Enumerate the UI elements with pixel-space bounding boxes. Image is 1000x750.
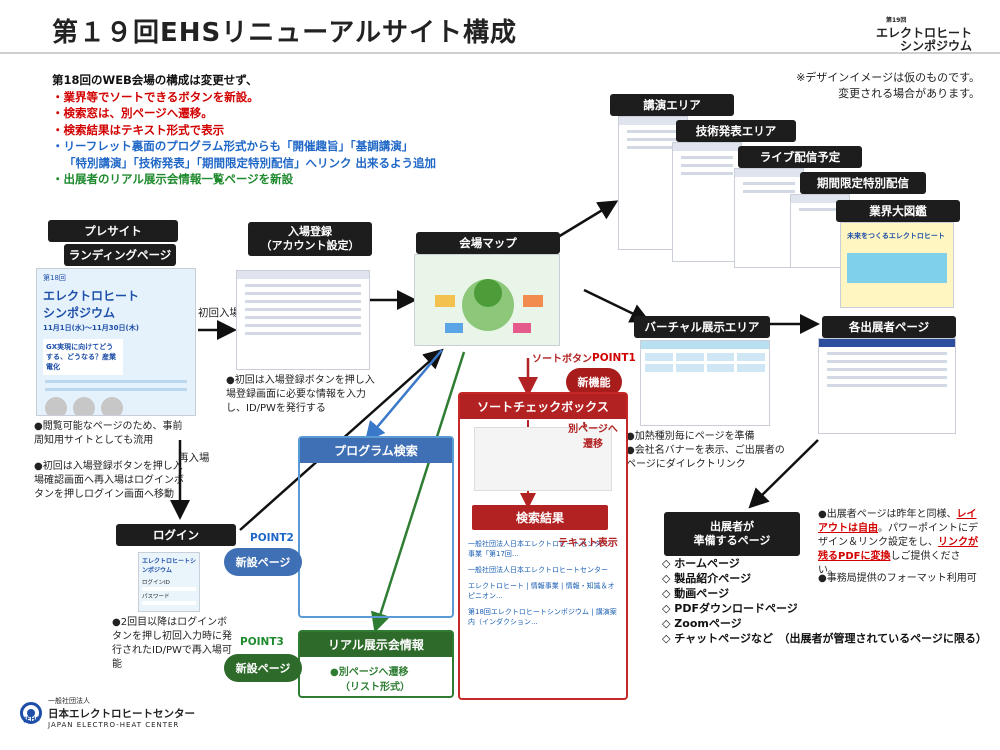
venue-map-illustration	[435, 279, 543, 333]
reentry-label: 再入場	[178, 452, 210, 464]
lecture-area-label: 講演エリア	[610, 94, 734, 116]
point3-label: POINT3	[240, 636, 284, 648]
landing-page-label: ランディングページ	[64, 244, 176, 266]
program-search-box: プログラム検索	[298, 436, 454, 618]
venue-map-screenshot	[414, 254, 560, 346]
live-schedule-label: ライブ配信予定	[738, 146, 862, 168]
program-new-page-badge: 新設ページ	[224, 548, 302, 576]
new-feature-badge: 新機能	[566, 368, 622, 396]
presite-note-1: ●閲覧可能なページのため、事前周知用サイトとしても流用	[34, 421, 183, 446]
presite-label: プレサイト	[48, 220, 178, 242]
text-display-label: テキスト表示	[558, 538, 618, 549]
prepared-pages-list: ◇ ホームページ ◇ 製品紹介ページ ◇ 動画ページ ◇ PDFダウンロードペー…	[662, 557, 987, 645]
sort-checkbox-preview	[474, 427, 612, 491]
tech-area-screenshot	[672, 142, 742, 262]
sort-check-box-frame: ソートチェックボックス 検索結果 一般社団法人日本エレクトロヒートセンター - …	[458, 392, 628, 700]
virtual-area-screenshot	[640, 340, 770, 426]
limited-stream-label: 期間限定特別配信	[800, 172, 926, 194]
registration-label: 入場登録 （アカウント設定）	[248, 222, 372, 256]
registration-note: ●初回は入場登録ボタンを押し入場登録画面に必要な情報を入力し、ID/PWを発行す…	[226, 375, 375, 414]
jehc-logo: 一般社団法人 日本エレクトロヒートセンター JAPAN ELECTRO-HEAT…	[20, 696, 195, 729]
intro-text: 第18回のWEB会場の構成は変更せず、 ・業界等でソートできるボタンを新設。 ・…	[52, 73, 436, 186]
registration-screenshot	[236, 270, 370, 370]
transition-label: 別ページへ遷移	[568, 424, 618, 450]
login-label: ログイン	[116, 524, 236, 546]
virtual-note-1: ●加熱種別毎にページを準備	[626, 431, 755, 442]
prepared-pages-label: 出展者が 準備するページ	[664, 512, 800, 556]
presite-screenshot: 第18回 エレクトロヒート シンポジウム 11月1日(水)〜11月30日(木) …	[36, 268, 196, 416]
exhibitor-note-1: ●出展者ページは昨年と同様、レイアウトは自由。パワーポイントにデザイン＆リンク設…	[818, 509, 978, 576]
exhibitor-page-label: 各出展者ページ	[822, 316, 956, 338]
jehc-mark-icon	[20, 701, 42, 724]
presite-note-2: ●初回は入場登録ボタンを押し入場確認画面へ再入場はログインボタンを押しログイン画…	[34, 461, 184, 500]
real-new-page-badge: 新設ページ	[224, 654, 302, 682]
first-entry-label: 初回入場	[198, 307, 240, 319]
exhibitor-page-screenshot	[818, 338, 956, 434]
industry-guide-label: 業界大図鑑	[836, 200, 960, 222]
design-disclaimer: ※デザインイメージは仮のものです。 変更される場合があります。	[796, 71, 980, 100]
industry-guide-screenshot: 未来をつくるエレクトロヒート	[840, 222, 954, 308]
login-note: ●2回目以降はログインボタンを押し初回入力時に発行されたID/PWで再入場可能	[112, 617, 232, 670]
virtual-note-2: ●会社名バナーを表示、ご出展者のページにダイレクトリンク	[626, 445, 785, 470]
virtual-area-label: バーチャル展示エリア	[634, 316, 770, 338]
tech-area-label: 技術発表エリア	[676, 120, 796, 142]
venue-map-label: 会場マップ	[416, 232, 560, 254]
jehc-abbr: JEHC	[24, 716, 40, 723]
login-screenshot: エレクトロヒートシンポジウム ログインID パスワード	[138, 552, 200, 612]
title-divider	[0, 52, 1000, 54]
page-title: 第１９回EHSリニューアルサイト構成	[52, 18, 517, 48]
point2-label: POINT2	[250, 532, 294, 544]
sort-button-label: ソートボタン	[532, 354, 592, 365]
symposium-logo: 第19回 エレクトロヒート シンポジウム	[875, 17, 972, 53]
point1-label: POINT1	[592, 352, 636, 364]
exhibitor-note-2: ●事務局提供のフォーマット利用可	[818, 573, 977, 584]
real-exhibition-box: リアル展示会情報 ●別ページへ遷移 （リスト形式）	[298, 630, 454, 698]
